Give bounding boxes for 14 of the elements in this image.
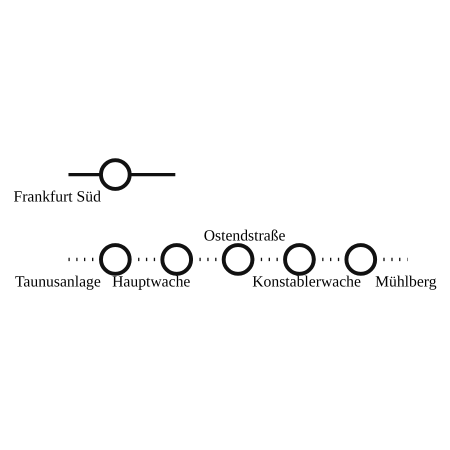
connector — [130, 172, 176, 176]
node-label: Frankfurt Süd — [14, 188, 101, 205]
node-circle — [160, 242, 194, 276]
node-label: Hauptwache — [112, 272, 190, 290]
node-circle — [344, 242, 378, 276]
node-label: Ostendstraße — [204, 227, 286, 244]
node-label: Taunusanlage — [14, 272, 101, 290]
node-circle — [99, 158, 132, 190]
node-circle — [99, 242, 132, 276]
node-circle — [283, 242, 316, 276]
node-circle — [222, 242, 254, 276]
node-label: Mühlberg — [375, 272, 437, 290]
connector — [68, 172, 101, 176]
node-label: Konstablerwache — [252, 272, 361, 290]
